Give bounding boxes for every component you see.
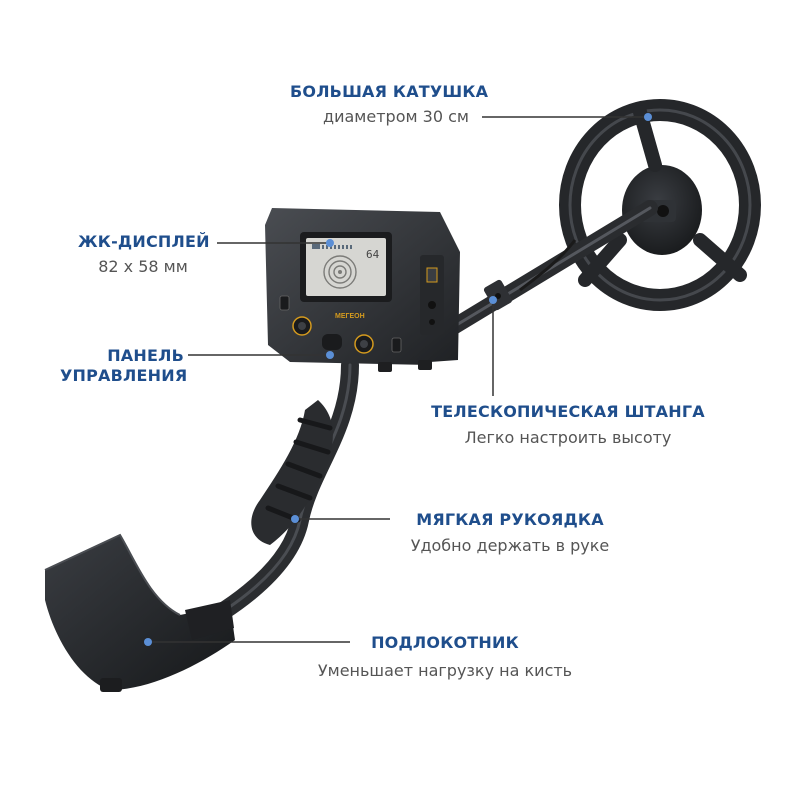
lcd-screen [306, 238, 386, 296]
callout-handle: МЯГКАЯ РУКОЯДКА Удобно держать в руке [395, 510, 625, 556]
callout-display-description: 82 х 58 мм [98, 257, 188, 276]
control-box: 64 МЕГЕОН [265, 208, 460, 372]
callout-shaft-title: ТЕЛЕСКОПИЧЕСКАЯ ШТАНГА [431, 402, 705, 421]
callout-handle-title: МЯГКАЯ РУКОЯДКА [416, 510, 604, 529]
callout-panel: ПАНЕЛЬ УПРАВЛЕНИЯ [60, 346, 188, 386]
lcd-readout: 64 [366, 248, 380, 261]
leader-lines [148, 116, 648, 643]
callout-armrest: ПОДЛОКОТНИК Уменьшает нагрузку на кисть [300, 633, 590, 681]
callout-handle-description: Удобно держать в руке [410, 536, 610, 555]
search-coil [559, 99, 761, 311]
callout-panel-title-line1: ПАНЕЛЬ [107, 346, 184, 365]
callout-coil: БОЛЬШАЯ КАТУШКА диаметром 30 см [290, 82, 489, 127]
grip-handle [251, 400, 333, 545]
callout-shaft: ТЕЛЕСКОПИЧЕСКАЯ ШТАНГА Легко настроить в… [430, 402, 706, 448]
callout-panel-title-line2: УПРАВЛЕНИЯ [60, 366, 188, 385]
callout-armrest-description: Уменьшает нагрузку на кисть [317, 661, 573, 680]
telescopic-shaft [432, 200, 658, 343]
callout-coil-description: диаметром 30 см [323, 107, 469, 126]
callout-shaft-description: Легко настроить высоту [464, 428, 672, 447]
brand-label: МЕГЕОН [335, 313, 365, 320]
callout-armrest-title: ПОДЛОКОТНИК [371, 633, 519, 652]
armrest-cuff [44, 533, 235, 692]
callout-coil-title: БОЛЬШАЯ КАТУШКА [290, 82, 489, 101]
control-knobs [279, 295, 402, 354]
callout-display: ЖК-ДИСПЛЕЙ 82 х 58 мм [78, 232, 210, 277]
callout-dots [144, 113, 652, 646]
callout-display-title: ЖК-ДИСПЛЕЙ [78, 232, 210, 251]
